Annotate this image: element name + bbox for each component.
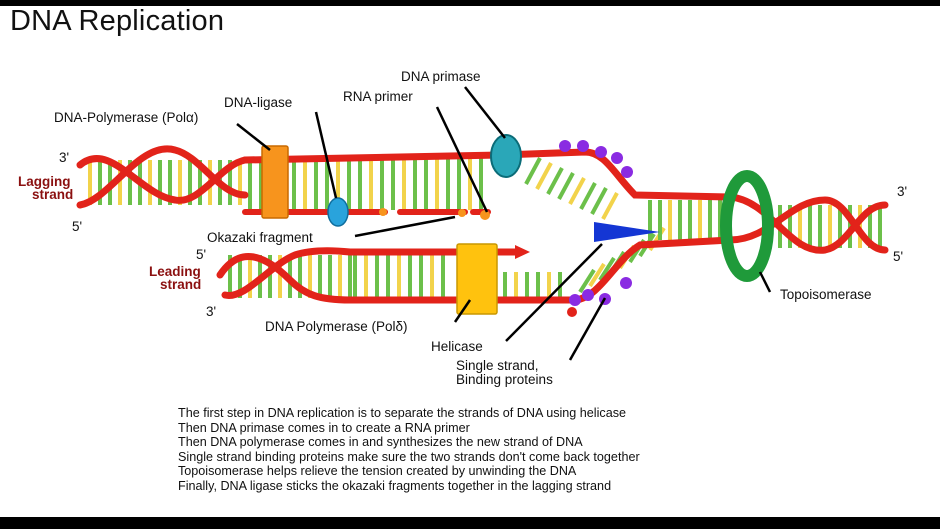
dna-polymerase-alpha[interactable] — [261, 145, 289, 219]
note-line: Then DNA primase comes in to create a RN… — [178, 420, 470, 435]
dna-polymerase-alpha-label: DNA-Polymerase (Polα) — [54, 110, 198, 125]
topoisomerase-label: Topoisomerase — [780, 287, 872, 302]
dna-polymerase-delta[interactable] — [456, 243, 498, 315]
lagging-strand-label-line1: Lagging — [18, 174, 71, 189]
lagging-strand-label-line2: strand — [32, 187, 73, 202]
base-pair — [546, 167, 564, 195]
base-pair — [568, 177, 586, 205]
lagging-template-backbone — [241, 148, 734, 201]
ssb-label-line2: Binding proteins — [456, 372, 553, 387]
base-pair — [524, 157, 542, 185]
dna-ligase-label: DNA-ligase — [224, 95, 292, 110]
page-title: DNA Replication — [10, 5, 225, 37]
dna-ligase[interactable] — [327, 197, 349, 227]
rna-primer-label: RNA primer — [343, 89, 413, 104]
note-line: The first step in DNA replication is to … — [178, 406, 626, 420]
base-pair — [535, 162, 553, 190]
base-pair — [557, 172, 575, 200]
leading-strand-label-line2: strand — [160, 277, 201, 292]
right-3prime-label: 3' — [897, 184, 907, 199]
leading-helix — [216, 245, 579, 304]
lagging-5prime-label: 5' — [72, 219, 82, 234]
note-line: Single strand binding proteins make sure… — [178, 449, 640, 464]
note-line: Topoisomerase helps relieve the tension … — [178, 464, 577, 479]
base-pair — [601, 192, 619, 220]
base-pair — [579, 182, 597, 210]
leading-3prime-label: 3' — [206, 304, 216, 319]
dna-primase[interactable] — [490, 134, 522, 178]
note-line: Finally, DNA ligase sticks the okazaki f… — [178, 478, 612, 493]
helicase[interactable] — [594, 222, 660, 242]
base-pair — [588, 262, 606, 288]
leading-strand-label-line1: Leading — [149, 264, 201, 279]
lagging-helix — [76, 145, 249, 209]
dna-primase-label: DNA primase — [401, 69, 481, 84]
leading-5prime-label: 5' — [196, 247, 206, 262]
bottom-frame-bar — [0, 517, 940, 529]
topoisomerase[interactable] — [720, 170, 774, 282]
right-5prime-label: 5' — [893, 249, 903, 264]
ssb-proteins-bottom — [567, 277, 632, 317]
base-pair — [578, 268, 596, 294]
base-pair — [598, 256, 616, 282]
note-line: Then DNA polymerase comes in and synthes… — [178, 435, 583, 450]
rna-primer-marks — [379, 208, 490, 220]
pointer-lines — [236, 86, 772, 361]
top-frame-bar — [0, 0, 940, 6]
explanation-notes: The first step in DNA replication is to … — [178, 406, 640, 494]
okazaki-fragment-label: Okazaki fragment — [207, 230, 313, 245]
lagging-3prime-label: 3' — [59, 150, 69, 165]
ssb-proteins-top — [559, 140, 633, 178]
base-pair — [590, 187, 608, 215]
ssb-label-line1: Single strand, — [456, 358, 539, 373]
dna-polymerase-delta-label: DNA Polymerase (Polδ) — [265, 319, 408, 334]
parent-helix — [726, 193, 889, 254]
helicase-label: Helicase — [431, 339, 483, 354]
